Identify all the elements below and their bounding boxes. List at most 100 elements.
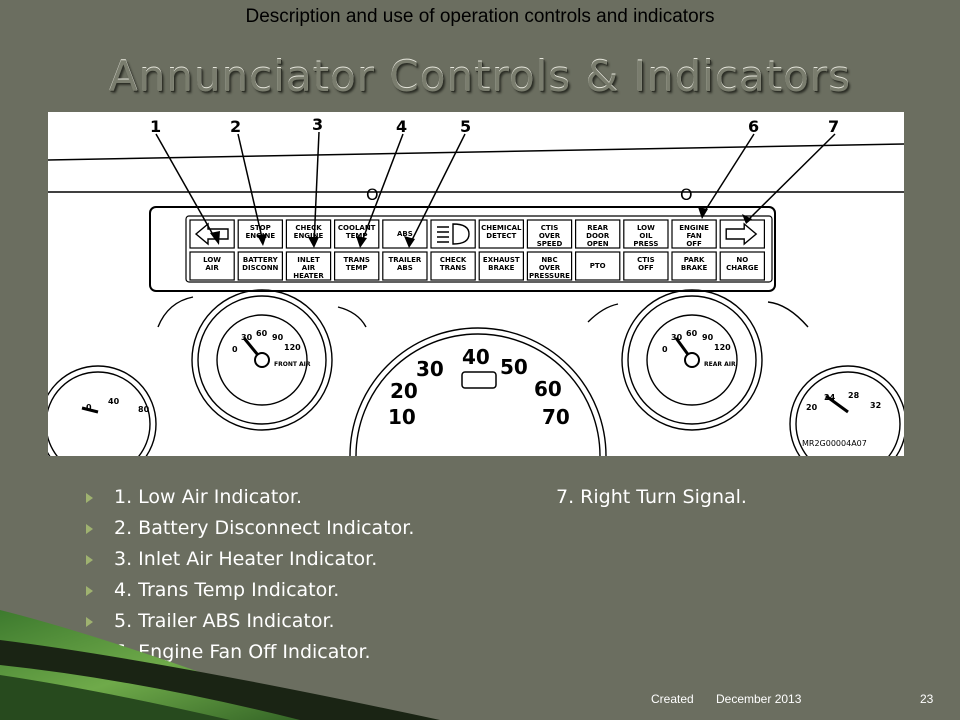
indicator-list: 1. Low Air Indicator. 2. Battery Disconn…	[86, 486, 506, 672]
indicator-label: NO	[736, 256, 748, 264]
indicator-cell	[719, 251, 766, 281]
indicator-cell	[237, 251, 283, 281]
bullet-arrow-icon	[86, 493, 93, 503]
indicator-label: TEMP	[346, 264, 368, 272]
indicator-label: AIR	[302, 264, 316, 272]
headlight-icon	[437, 223, 470, 245]
far-right-gauge-tick-2: 28	[848, 391, 860, 400]
indicator-label: DOOR	[586, 232, 610, 240]
speedo-30: 30	[416, 357, 444, 381]
indicator-label: TEMP	[346, 232, 368, 240]
callout-4: 4	[396, 117, 407, 136]
page-number: 23	[920, 692, 934, 706]
left-gauge-tick-1: 30	[241, 333, 253, 342]
indicator-cell	[430, 251, 476, 281]
indicator-cell	[574, 219, 621, 249]
indicator-label: PRESSURE	[529, 272, 570, 280]
footer-created-label: Created	[651, 692, 694, 706]
indicator-label: NBC	[541, 256, 557, 264]
left-gauge-label: FRONT AIR	[274, 361, 311, 368]
speedo-10: 10	[388, 405, 416, 429]
indicator-cells: STOPENGINECHECKENGINECOOLANTTEMPABSCHEMI…	[189, 219, 766, 281]
svg-text:O: O	[680, 185, 693, 204]
indicator-label: OPEN	[587, 240, 609, 248]
indicator-label: CHEMICAL	[481, 224, 522, 232]
indicator-cell	[526, 251, 573, 281]
left-gauge-tick-3: 90	[272, 333, 284, 342]
indicator-cell	[671, 251, 717, 281]
indicator-label: BRAKE	[488, 264, 515, 272]
indicator-label: OFF	[638, 264, 654, 272]
callout-2: 2	[230, 117, 241, 136]
bullet-arrow-icon	[86, 617, 93, 627]
indicator-label: DISCONN	[242, 264, 278, 272]
indicator-label: LOW	[203, 256, 221, 264]
right-gauge-tick-1: 30	[671, 333, 683, 342]
indicator-label: COOLANT	[338, 224, 376, 232]
indicator-label: REAR	[587, 224, 609, 232]
bullet-arrow-icon	[86, 555, 93, 565]
indicator-cell	[382, 219, 428, 249]
indicator-cell	[285, 251, 332, 281]
indicator-cell	[285, 219, 332, 249]
indicator-cell	[623, 251, 669, 281]
indicator-cell	[574, 251, 621, 281]
indicator-cell	[671, 219, 717, 249]
list-item: 5. Trailer ABS Indicator.	[86, 610, 506, 641]
indicator-label: FAN	[686, 232, 701, 240]
indicator-label: BATTERY	[243, 256, 279, 264]
indicator-label: PARK	[684, 256, 705, 264]
far-right-gauge-tick-1: 24	[824, 393, 836, 402]
speedo-40: 40	[462, 345, 490, 369]
indicator-label: CTIS	[637, 256, 655, 264]
indicator-cell	[189, 219, 235, 249]
speedo-60: 60	[534, 377, 562, 401]
indicator-cell	[237, 219, 283, 249]
right-turn-signal-item: 7. Right Turn Signal.	[556, 486, 747, 508]
callout-3: 3	[312, 115, 323, 134]
indicator-label: AIR	[205, 264, 219, 272]
speedo-50: 50	[500, 355, 528, 379]
indicator-label: ENGINE	[294, 232, 324, 240]
annunciator-diagram: O O STOPENGINECHECKENGINECOOLANTTEMPABSC…	[48, 112, 904, 456]
indicator-cell	[719, 219, 766, 249]
indicator-label: TRANS	[343, 256, 369, 264]
indicator-label: PTO	[590, 262, 606, 270]
indicator-label: TRAILER	[388, 256, 421, 264]
figure-code: MR2G00004A07	[802, 439, 867, 448]
indicator-label: CHECK	[295, 224, 322, 232]
svg-text:O: O	[366, 185, 379, 204]
far-left-gauge-tick-0: 0	[86, 403, 92, 412]
far-right-gauge-tick-3: 32	[870, 401, 881, 410]
indicator-cell	[334, 219, 380, 249]
indicator-cell	[623, 219, 669, 249]
right-gauge-tick-0: 0	[662, 345, 668, 354]
bullet-arrow-icon	[86, 586, 93, 596]
right-gauge-label: REAR AIR	[704, 361, 736, 368]
footer-date: December 2013	[716, 692, 802, 706]
indicator-cell	[382, 251, 428, 281]
right-gauge-tick-2: 60	[686, 329, 698, 338]
bullet-arrow-icon	[86, 524, 93, 534]
indicator-label: CHECK	[440, 256, 467, 264]
indicator-cell	[478, 251, 525, 281]
left-gauge-tick-2: 60	[256, 329, 268, 338]
indicator-label: EXHAUST	[483, 256, 520, 264]
indicator-label: LOW	[637, 224, 655, 232]
right-gauge-tick-3: 90	[702, 333, 714, 342]
indicator-label: DETECT	[486, 232, 516, 240]
far-right-gauge-tick-0: 20	[806, 403, 818, 412]
right-gauge-tick-4: 120	[714, 343, 731, 352]
indicator-label: SPEED	[537, 240, 563, 248]
callout-6: 6	[748, 117, 759, 136]
slide-title: Annunciator Controls & Indicators	[108, 52, 852, 101]
left-gauge-tick-4: 120	[284, 343, 301, 352]
indicator-label: ABS	[397, 230, 413, 238]
callout-7: 7	[828, 117, 839, 136]
indicator-cell	[430, 219, 476, 249]
left-gauge-tick-0: 0	[232, 345, 238, 354]
green-swoosh-decoration	[0, 610, 440, 720]
indicator-cell	[334, 251, 380, 281]
speedo-70: 70	[542, 405, 570, 429]
far-left-gauge-tick-2: 80	[138, 405, 150, 414]
